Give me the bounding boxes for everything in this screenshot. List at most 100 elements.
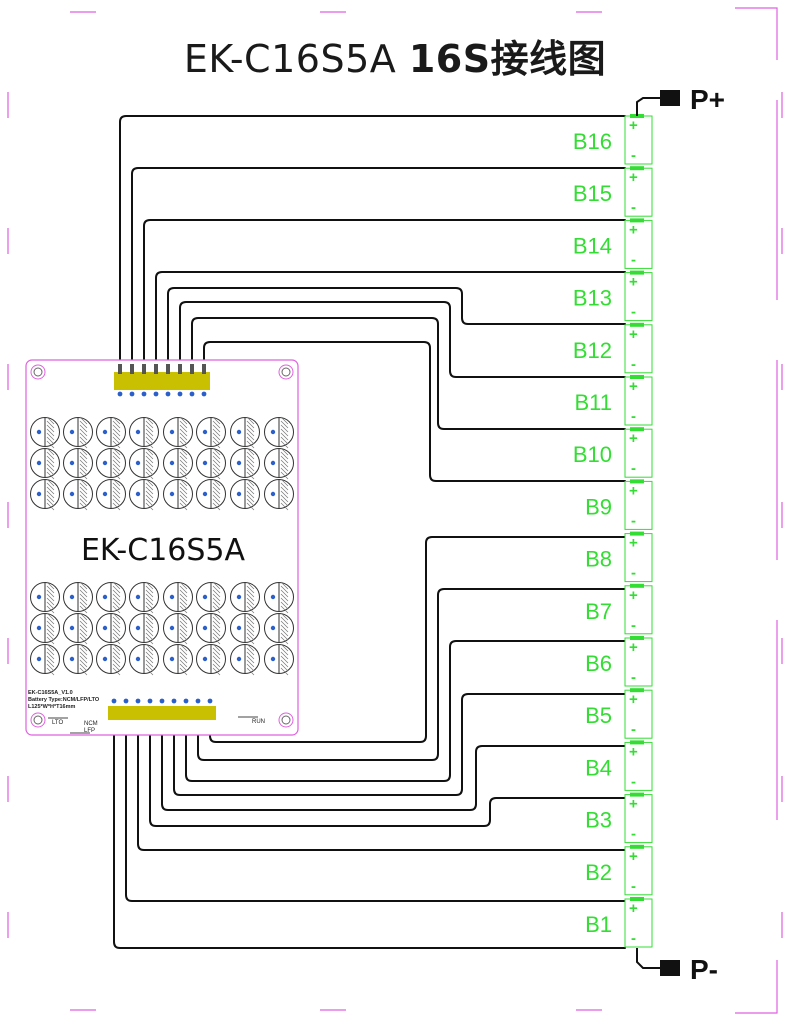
mosfet-hatch xyxy=(246,455,255,464)
cell-terminal xyxy=(630,375,644,379)
mosfet-hatch xyxy=(46,467,55,476)
balance-wire xyxy=(191,317,626,430)
mosfet-pad xyxy=(270,460,276,466)
mosfet-hatch xyxy=(246,655,255,664)
mosfet-hatch xyxy=(280,459,289,468)
p-plus-block xyxy=(660,90,680,106)
battery-label: B1 xyxy=(585,912,612,937)
mosfet-hatch xyxy=(46,632,55,641)
mosfet-hatch xyxy=(246,632,255,641)
mosfet-hatch xyxy=(280,440,289,449)
mounting-holes xyxy=(30,364,294,728)
balance-wire xyxy=(185,640,626,782)
mosfet-hatch xyxy=(112,663,121,672)
mosfet-hatch xyxy=(46,486,55,495)
mosfet-pad xyxy=(69,491,75,497)
p-plus-label: P+ xyxy=(690,84,725,115)
mosfet-hatch xyxy=(145,616,154,625)
mode-label-lfp: LFP xyxy=(84,728,95,734)
battery-label: B7 xyxy=(585,599,612,624)
mosfet-hatch xyxy=(212,628,221,637)
mosfet-hatch xyxy=(246,502,255,511)
mosfet-hatch xyxy=(179,420,188,429)
top-connector-pin xyxy=(154,364,158,374)
mosfet-hatch xyxy=(79,451,88,460)
mosfet-hatch xyxy=(212,620,221,629)
cell-minus-sign: - xyxy=(631,617,636,634)
mosfet-hatch xyxy=(145,424,154,433)
mosfet-hatch xyxy=(145,482,154,491)
mounting-hole xyxy=(30,364,46,380)
mosfet-hatch xyxy=(179,624,188,633)
mosfet-hatch xyxy=(145,581,154,590)
mosfet-pad xyxy=(102,625,108,631)
cell-terminal xyxy=(630,531,644,536)
mosfet-hatch xyxy=(46,593,55,602)
mosfet-pad xyxy=(236,429,242,435)
mosfet-hatch xyxy=(46,612,55,621)
mosfet-hatch xyxy=(280,416,289,425)
mosfet-hatch xyxy=(280,643,289,652)
mosfet-hatch xyxy=(46,440,55,449)
terminal-p-plus: P+ xyxy=(636,84,725,116)
mosfet-hatch xyxy=(79,502,88,511)
cell-plus-sign: + xyxy=(629,117,638,134)
mosfet-hatch xyxy=(79,616,88,625)
mosfet-hatch xyxy=(145,659,154,668)
mosfet-hatch xyxy=(179,585,188,594)
mosfet-hatch xyxy=(112,428,121,437)
cell-plus-sign: + xyxy=(629,326,638,343)
mosfet-hatch xyxy=(246,416,255,425)
mosfet-hatch xyxy=(179,494,188,503)
mounting-hole-inner xyxy=(281,367,291,377)
mosfet-hatch xyxy=(79,486,88,495)
mosfet-hatch xyxy=(79,589,88,598)
mosfet-hatch xyxy=(246,478,255,487)
mosfet-hatch xyxy=(246,428,255,437)
mosfet-hatch xyxy=(112,655,121,664)
mosfet-hatch xyxy=(112,659,121,668)
mosfet-hatch xyxy=(280,647,289,656)
mosfet-hatch xyxy=(280,581,289,590)
balance-wire xyxy=(155,271,626,373)
battery-cell xyxy=(624,637,653,687)
mosfet-hatch xyxy=(179,612,188,621)
mosfet-hatch xyxy=(112,494,121,503)
mosfet-pad xyxy=(135,625,141,631)
mosfet-pad xyxy=(102,491,108,497)
mosfet-hatch xyxy=(280,659,289,668)
top-connector-pin xyxy=(142,364,146,374)
mosfet-hatch xyxy=(179,432,188,441)
mosfet-hatch xyxy=(145,601,154,610)
mosfet-hatch xyxy=(280,655,289,664)
mosfet-hatch xyxy=(246,459,255,468)
balance-wire xyxy=(197,588,626,761)
mosfet-hatch xyxy=(79,612,88,621)
mosfet-hatch xyxy=(179,455,188,464)
mosfet-hatch xyxy=(212,432,221,441)
mosfet-hatch xyxy=(145,667,154,676)
mosfet-pad xyxy=(102,429,108,435)
top-connector-pad xyxy=(117,391,123,397)
mosfet-hatch xyxy=(212,502,221,511)
mosfet-hatch xyxy=(280,451,289,460)
board-info-line-2: Battery Type:NCM/LFP/LTO xyxy=(28,697,100,703)
mosfet-hatch xyxy=(46,424,55,433)
mosfet-hatch xyxy=(179,486,188,495)
mosfet-pad xyxy=(270,625,276,631)
cell-plus-sign: + xyxy=(629,221,638,238)
mosfet-pad xyxy=(36,429,42,435)
mosfet-hatch xyxy=(212,612,221,621)
mosfet-hatch xyxy=(179,643,188,652)
mosfet-hatch xyxy=(212,451,221,460)
cell-terminal xyxy=(630,688,644,693)
mosfet-hatch xyxy=(179,601,188,610)
mosfet-hatch xyxy=(280,589,289,598)
cell-minus-sign: - xyxy=(631,251,636,268)
mosfet-hatch xyxy=(212,416,221,425)
mosfet-hatch xyxy=(179,647,188,656)
mosfet-hatch xyxy=(145,455,154,464)
mosfet-pad xyxy=(202,656,208,662)
mosfet-hatch xyxy=(79,467,88,476)
mosfet-hatch xyxy=(46,428,55,437)
